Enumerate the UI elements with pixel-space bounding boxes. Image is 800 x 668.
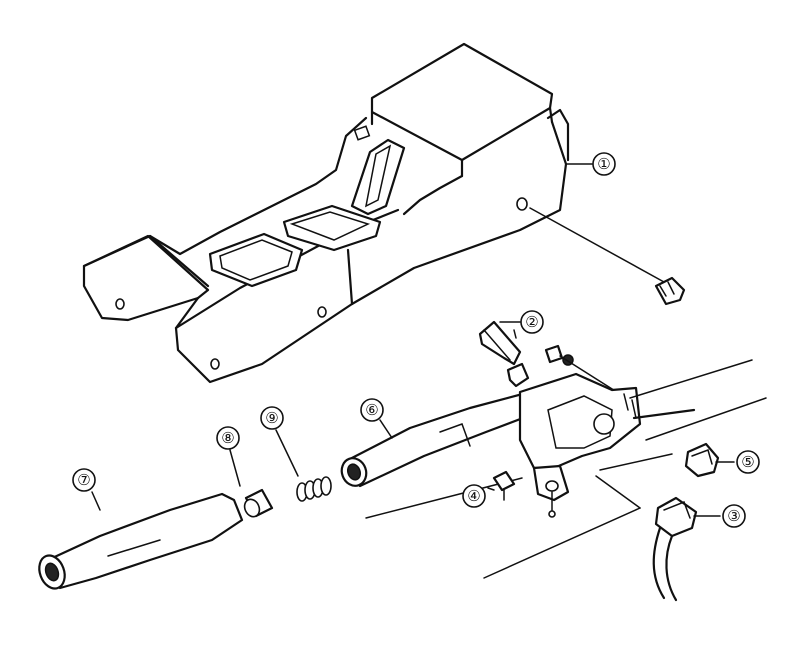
svg-text:①: ① <box>597 155 610 173</box>
svg-text:⑤: ⑤ <box>741 453 754 471</box>
lever-bolt <box>487 470 516 501</box>
brake-lever <box>340 372 696 518</box>
brake-cable <box>652 496 721 602</box>
svg-text:④: ④ <box>467 487 480 505</box>
floor-panel <box>365 359 767 579</box>
callout-3: ③ <box>722 504 746 528</box>
adjusting-screw <box>544 344 621 395</box>
callout-9: ⑨ <box>260 406 284 430</box>
center-console <box>82 42 665 384</box>
lever-grip <box>38 491 244 590</box>
cable-clip <box>684 442 735 478</box>
release-button <box>229 449 274 518</box>
callout-8: ⑧ <box>216 426 240 450</box>
callout-6: ⑥ <box>360 398 384 422</box>
svg-text:②: ② <box>525 313 538 331</box>
svg-text:⑨: ⑨ <box>265 409 278 427</box>
callout-5: ⑤ <box>736 450 760 474</box>
svg-text:⑦: ⑦ <box>77 471 90 489</box>
callout-2: ② <box>520 310 544 334</box>
button-spring <box>275 429 332 502</box>
svg-text:③: ③ <box>727 507 740 525</box>
callout-4: ④ <box>462 484 486 508</box>
svg-text:⑥: ⑥ <box>365 401 378 419</box>
callout-1: ① <box>592 152 616 176</box>
svg-text:⑧: ⑧ <box>221 429 234 447</box>
console-screw <box>654 276 686 306</box>
callout-7: ⑦ <box>72 468 96 492</box>
spring-clip <box>478 320 530 388</box>
